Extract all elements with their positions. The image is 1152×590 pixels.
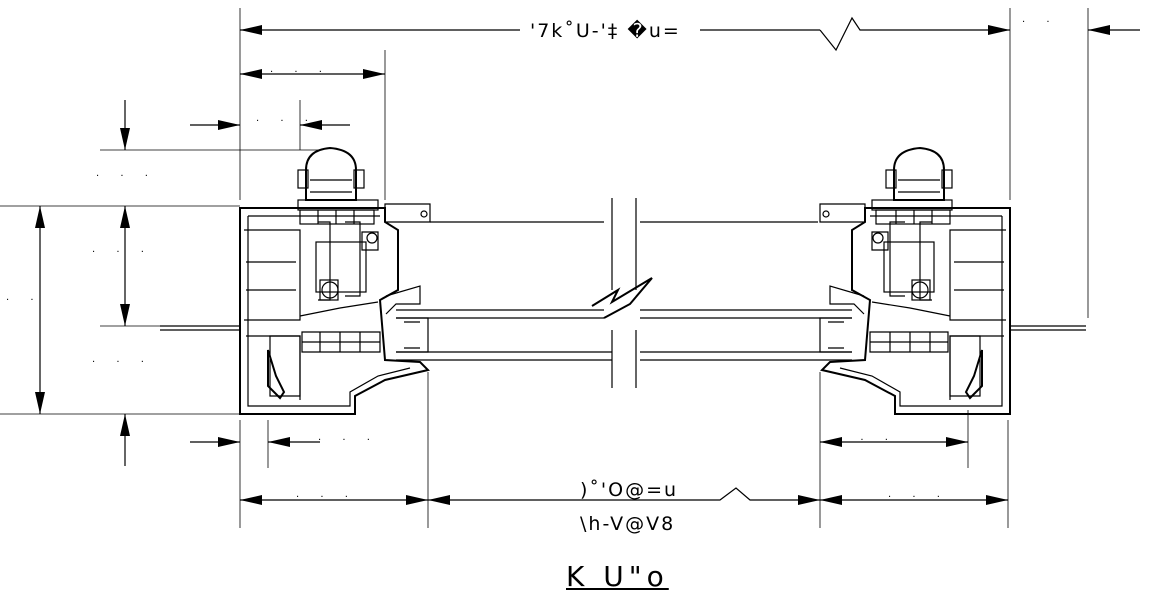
dimension-top-left: . . . . . . <box>190 64 385 130</box>
label-bottom-line2: \h-V@V8 <box>580 513 675 535</box>
label-left-upper: . . . <box>96 168 157 179</box>
label-bottom-right-inner: . . . <box>836 432 897 443</box>
right-frame-profile <box>819 146 1011 415</box>
wall-lines <box>160 325 1086 331</box>
label-bottom-right-outer: . . . <box>888 489 949 500</box>
dimension-left: . . . . . . . . . . . <box>6 100 157 466</box>
extension-lines <box>0 8 1089 528</box>
label-left-overall: . . <box>6 292 43 303</box>
label-bottom-line1: )˚'O@=u <box>580 479 678 501</box>
label-bottom-left-inner: . . . <box>318 432 379 443</box>
section-title: K U"o <box>566 560 669 590</box>
label-bottom-left-outer: . . . <box>296 489 357 500</box>
left-frame-profile <box>239 146 431 415</box>
dimension-top-overall: '7k˚U-'‡ �u= . . <box>240 14 1140 52</box>
label-top-left-outer: . . . <box>270 64 331 75</box>
label-left-mid: . . . <box>92 244 153 255</box>
label-top-left-inner: . . . <box>256 113 317 124</box>
dimension-bottom: . . . . . . )˚'O@=u \h-V@V8 . . . . . . <box>190 432 1008 535</box>
label-top-right: . . <box>1022 14 1059 25</box>
glazing-unit <box>396 198 852 388</box>
label-left-lower: . . . <box>92 354 153 365</box>
label-top-overall: '7k˚U-'‡ �u= <box>530 19 681 42</box>
